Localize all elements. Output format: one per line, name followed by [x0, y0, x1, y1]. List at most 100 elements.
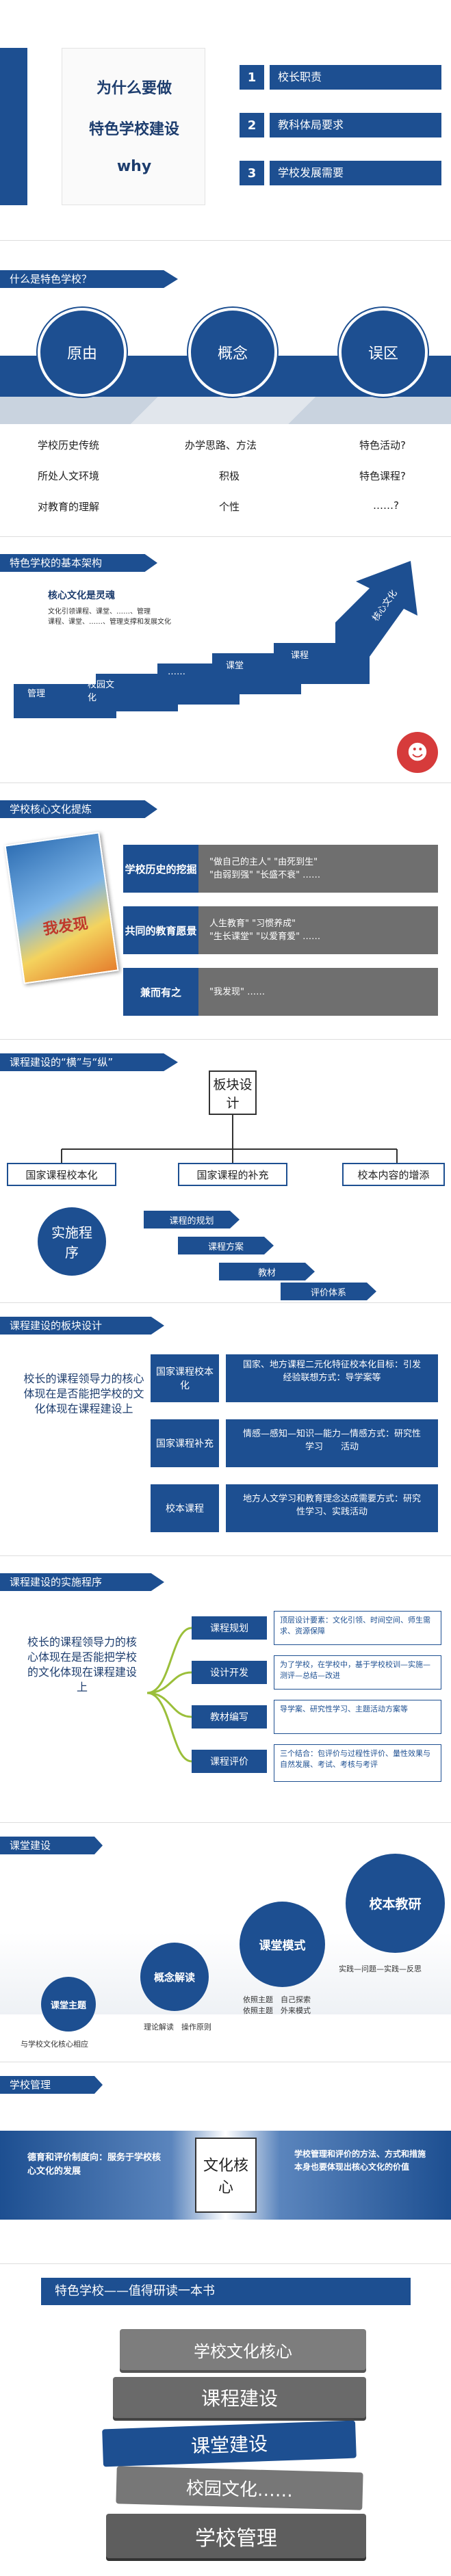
section-heading: 学校核心文化提炼	[0, 800, 157, 818]
misconception-item: 特色活动?	[359, 439, 406, 451]
row-text: "我发现" ……	[198, 968, 438, 1016]
reason-item: 学校历史传统	[38, 439, 100, 451]
left-statement: 校长的课程领导力的核心体现在是否能把学校的文化体现在课程建设上	[27, 1635, 137, 1694]
section-heading: 课程建设的板块设计	[0, 1317, 164, 1335]
circle-class-theme: 课堂主题	[41, 1977, 96, 2032]
slide-implementation: 课程建设的实施程序 校长的课程领导力的核心体现在是否能把学校的文化体现在课程建设…	[0, 1566, 451, 1823]
row-label: 校本课程	[151, 1484, 219, 1532]
row-text: 人生教育" "习惯养成" "生长课堂" "以爱育爱" ……	[198, 906, 438, 954]
why-item: 2 教科体局要求	[240, 113, 441, 137]
item-label: 校长职责	[270, 65, 441, 90]
book-layer: 学校文化核心	[120, 2329, 366, 2370]
concept-item: 办学思路、方法	[185, 439, 257, 451]
section-heading: 学校管理	[0, 2076, 103, 2094]
item-label: 学校发展需要	[270, 161, 441, 185]
slide-horizontal-vertical: 课程建设的“横”与“纵” 板块设计 国家课程校本化 国家课程的补充 校本内容的增…	[0, 1047, 451, 1303]
section-heading: 课程建设的“横”与“纵”	[0, 1053, 178, 1071]
reason-item: 所处人文环境	[38, 470, 100, 482]
staircase-diagram	[14, 561, 417, 718]
title-line-2: 特色学校建设	[88, 121, 179, 138]
step-arrow: 教材	[219, 1263, 315, 1280]
step-label: 课程评价	[192, 1750, 267, 1773]
left-statement: 校长的课程领导力的核心体现在是否能把学校的文化体现在课程建设上	[23, 1372, 144, 1415]
concept-item: 个性	[219, 501, 240, 513]
slide-book: 特色学校——值得研读一本书 学校文化核心 课程建设 课堂建设 校园文化…… 学校…	[0, 2271, 451, 2576]
left-accent-bar	[0, 48, 27, 205]
step-label: 课程规划	[192, 1616, 267, 1640]
banner-title: 特色学校——值得研读一本书	[55, 2284, 215, 2298]
row-text: 地方人文学习和教育理念达成需要方式：研究性学习、实践活动	[226, 1484, 438, 1532]
misconception-item: 特色课程?	[359, 470, 406, 482]
grey-triangles	[0, 397, 451, 424]
branch-box: 国家课程的补充	[178, 1163, 287, 1186]
book-layer: 校园文化……	[116, 2466, 363, 2510]
step-text: 为了学校，在学校中，基于学校校训—实施—测评—总结—改进	[274, 1655, 441, 1690]
book-image: 我发现	[4, 832, 119, 984]
step-label: 教材编写	[192, 1705, 267, 1729]
item-label: 教科体局要求	[270, 113, 441, 137]
step-label: 校园文化	[88, 680, 115, 703]
center-box: 文化核心	[195, 2138, 257, 2213]
step-label: 管理	[27, 689, 46, 699]
book-layer-highlight: 课堂建设	[102, 2420, 357, 2467]
core-text: 核心文化是灵魂	[48, 590, 115, 601]
circle-school-research: 校本教研	[346, 1854, 445, 1953]
why-item: 3 学校发展需要	[240, 161, 441, 185]
book-layer: 学校管理	[106, 2514, 366, 2558]
top-box: 板块设计	[209, 1070, 257, 1115]
step-text: 导学案、研究性学习、主题活动方案等	[274, 1700, 441, 1734]
section-heading: 特色学校的基本架构	[0, 554, 157, 572]
slide-why: 为什么要做 特色学校建设 why 1 校长职责 2 教科体局要求 3 学校发展需…	[0, 0, 451, 241]
slide-what-is: 什么是特色学校？ 原由 概念 误区 学校历史传统 所处人文环境 对教育的理解 办…	[0, 263, 451, 537]
circle-caption: 实践—问题—实践—反思	[339, 1964, 422, 1973]
step-arrow: 课程的规划	[144, 1211, 240, 1228]
circle-misconception: 误区	[339, 308, 428, 397]
step-text: 顶层设计要素：文化引领、时间空间、师生需求、资源保障	[274, 1611, 441, 1645]
step-arrow: 评价体系	[281, 1283, 376, 1300]
row-label: 共同的教育愿景	[123, 906, 198, 954]
brace-lines	[146, 1627, 192, 1763]
row-text: "做自己的主人" "由死到生" "由弱到强" "长盛不衰" ……	[198, 845, 438, 893]
row-text: 情感—感知—知识—能力—情感方式：研究性学习 活动	[226, 1419, 438, 1467]
step-label: ……	[168, 667, 185, 677]
slide-classroom: 课堂建设 课堂主题 与学校文化核心相应 概念解读 理论解读 操作原则 课堂模式 …	[0, 1830, 451, 2062]
slide-management: 学校管理 德育和评价制度向：服务于学校核心文化的发展 文化核心 学校管理和评价的…	[0, 2069, 451, 2264]
step-label: 设计开发	[192, 1661, 267, 1684]
left-text: 德育和评价制度向：服务于学校核心文化的发展	[27, 2153, 162, 2177]
circle-caption: 依照主题 自己探索 依照主题 外来模式	[243, 1995, 311, 2015]
item-number: 1	[240, 65, 264, 90]
step-label: 课程	[291, 650, 309, 661]
section-heading: 课程建设的实施程序	[0, 1573, 164, 1591]
reason-item: 对教育的理解	[38, 501, 100, 513]
core-subtext: 文化引领课程、课堂、……、管理	[48, 608, 151, 616]
book-layer: 课程建设	[113, 2377, 366, 2418]
circle-concept: 概念	[188, 308, 277, 397]
impl-circle: 实施程序	[38, 1207, 106, 1276]
circle-caption: 与学校文化核心相应	[21, 2040, 88, 2049]
item-number: 3	[240, 161, 264, 185]
slide-module-design: 课程建设的板块设计 校长的课程领导力的核心体现在是否能把学校的文化体现在课程建设…	[0, 1310, 451, 1556]
section-heading: 什么是特色学校？	[0, 270, 178, 288]
person-figure-icon: ☻	[397, 732, 438, 773]
row-label: 国家课程校本化	[151, 1354, 219, 1402]
circle-concept-reading: 概念解读	[140, 1943, 209, 2011]
branch-box: 校本内容的增添	[342, 1163, 445, 1186]
connector-lines	[61, 1115, 398, 1163]
title-line-3: why	[116, 158, 152, 175]
misconception-item: ……?	[373, 499, 399, 512]
circle-caption: 理论解读 操作原则	[144, 2023, 211, 2032]
slide-core-culture: 学校核心文化提炼 我发现 学校历史的挖掘 "做自己的主人" "由死到生" "由弱…	[0, 793, 451, 1040]
circle-reason: 原由	[38, 308, 127, 397]
slide-architecture: 特色学校的基本架构 核心文化是灵魂 文化引领课程、课堂、……、管理 课程、课堂、…	[0, 547, 451, 783]
row-text: 国家、地方课程二元化特征校本化目标：引发经验联想方式：导学案等	[226, 1354, 438, 1402]
step-label: 课堂	[226, 661, 244, 671]
concept-item: 积极	[219, 470, 240, 482]
item-number: 2	[240, 113, 264, 137]
book-cover-title: 我发现	[42, 915, 90, 938]
circle-class-model: 课堂模式	[240, 1902, 325, 1987]
banner: 特色学校——值得研读一本书	[41, 2278, 411, 2305]
row-label: 国家课程补充	[151, 1419, 219, 1467]
step-text: 三个结合：包评价与过程性评价、量性效果与自然发展、考试、考核与考评	[274, 1744, 441, 1782]
row-label: 兼而有之	[123, 968, 198, 1016]
row-label: 学校历史的挖掘	[123, 845, 198, 893]
